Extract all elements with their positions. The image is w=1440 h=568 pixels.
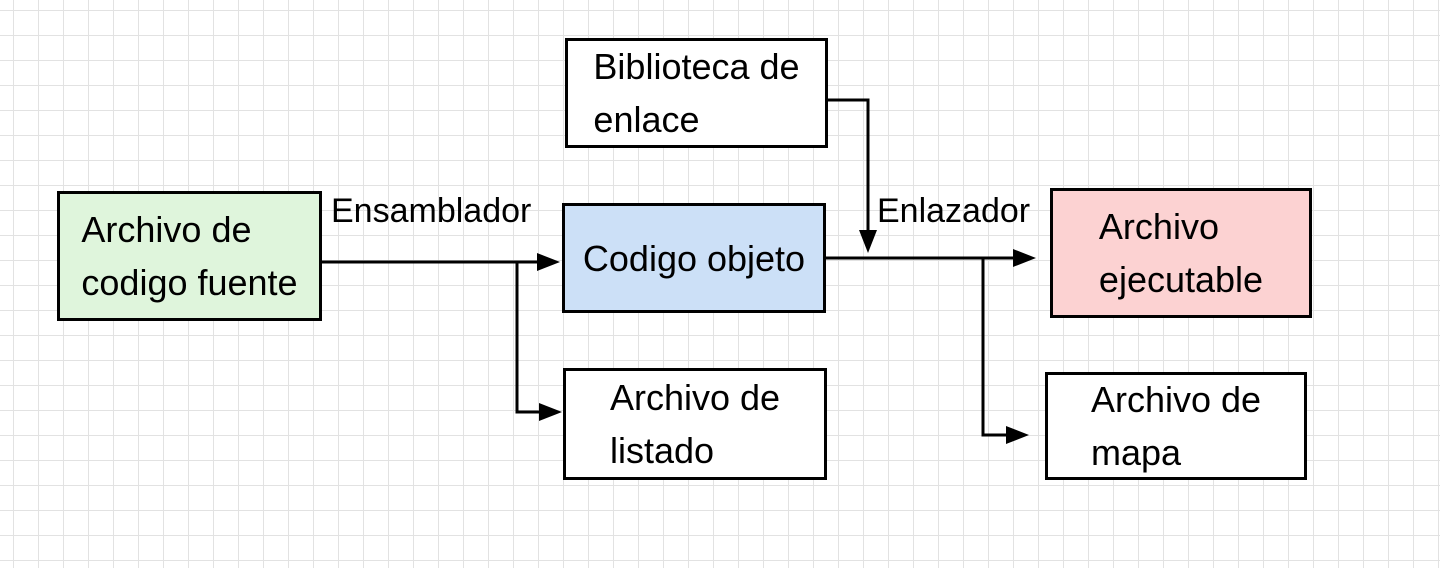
edge-to-mapa-arrowhead-icon xyxy=(1006,426,1029,444)
edge-enlazador-arrowhead-icon xyxy=(1013,249,1036,267)
node-biblioteca-de-enlace-label: Biblioteca de enlace xyxy=(593,46,800,140)
node-archivo-ejecutable: Archivo ejecutable xyxy=(1050,188,1312,318)
edge-biblioteca-line xyxy=(828,98,870,230)
node-archivo-codigo-fuente-label: Archivo de codigo fuente xyxy=(81,209,298,303)
edge-label-enlazador: Enlazador xyxy=(877,192,1031,230)
node-codigo-objeto-label: Codigo objeto xyxy=(582,237,806,279)
edge-to-mapa-line xyxy=(981,258,1007,437)
node-archivo-de-mapa: Archivo de mapa xyxy=(1045,372,1307,480)
edge-label-ensamblador: Ensamblador xyxy=(331,192,532,230)
edge-ensamblador-arrowhead-icon xyxy=(537,253,560,271)
edge-to-listado-arrowhead-icon xyxy=(539,403,562,421)
node-archivo-ejecutable-label: Archivo ejecutable xyxy=(1098,206,1264,300)
node-biblioteca-de-enlace: Biblioteca de enlace xyxy=(565,38,828,148)
node-archivo-de-listado: Archivo de listado xyxy=(563,368,827,480)
node-archivo-codigo-fuente: Archivo de codigo fuente xyxy=(57,191,322,321)
node-codigo-objeto: Codigo objeto xyxy=(562,203,826,313)
node-archivo-de-listado-label: Archivo de listado xyxy=(609,377,781,471)
edge-biblioteca-arrowhead-icon xyxy=(859,230,877,253)
edge-to-listado-line xyxy=(515,262,540,414)
node-archivo-de-mapa-label: Archivo de mapa xyxy=(1090,379,1262,473)
